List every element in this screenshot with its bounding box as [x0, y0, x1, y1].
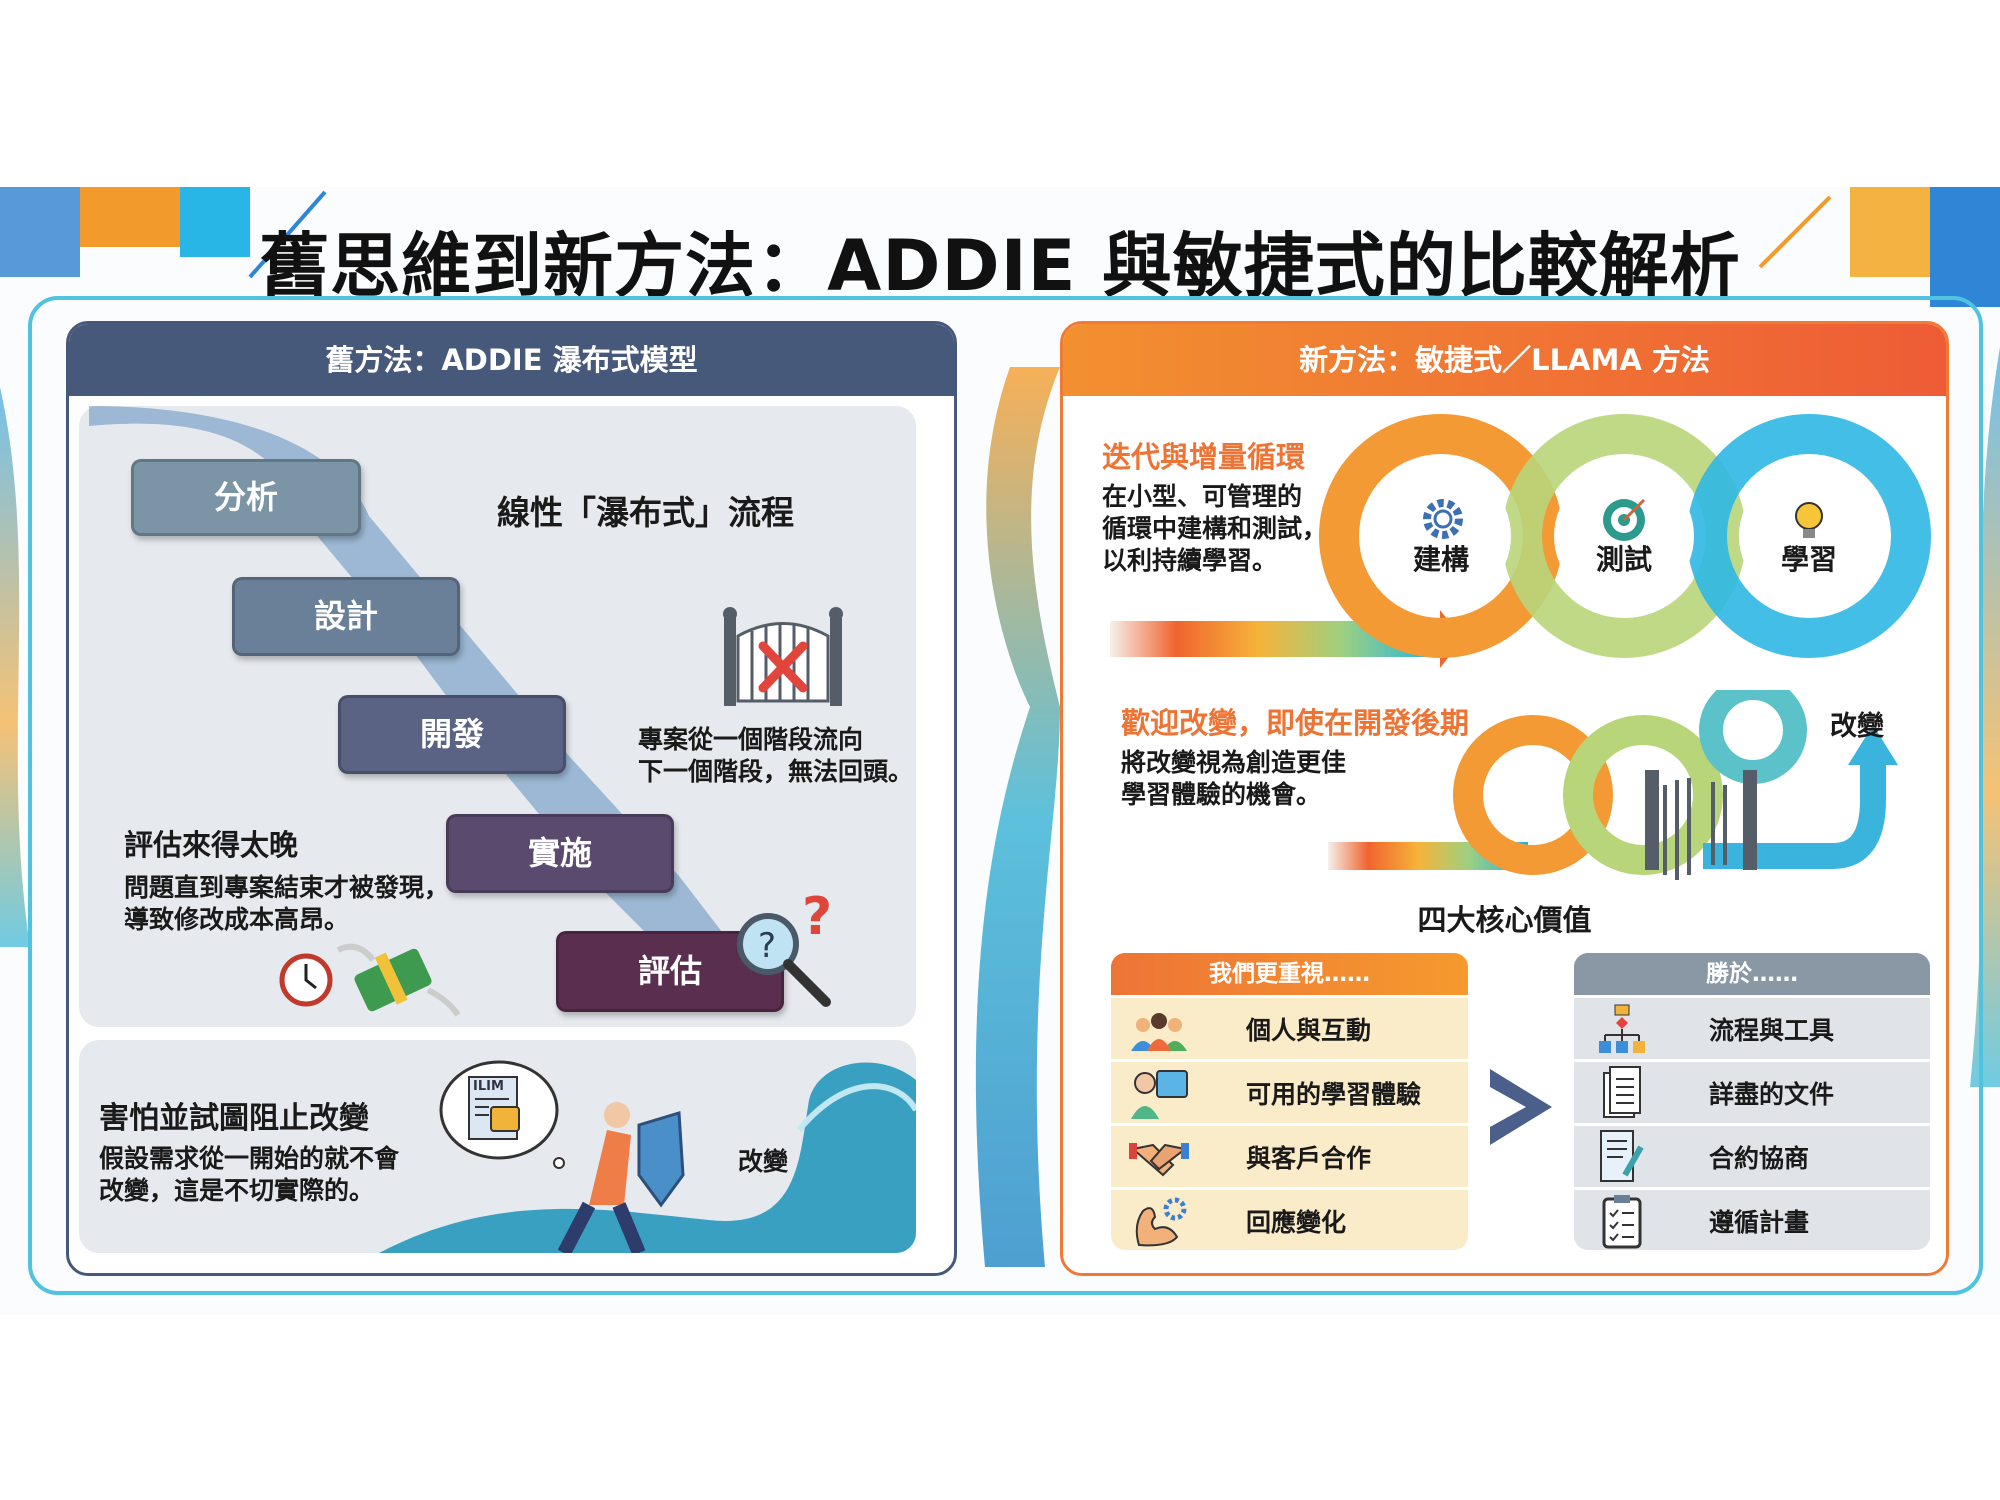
change-text: 將改變視為創造更佳學習體驗的機會。	[1121, 747, 1346, 811]
prefer-row: 可用的學習體驗	[1111, 1059, 1468, 1123]
fear-text: 假設需求從一開始的就不會改變，這是不切實際的。	[99, 1143, 399, 1207]
late-evaluation-text: 問題直到專案結束才被發現， 導致修改成本高昂。	[124, 872, 449, 936]
fear-text-line: 假設需求從一開始的就不會	[99, 1144, 400, 1173]
question-glyph: ?	[802, 892, 832, 947]
step-implementation: 實施	[446, 814, 674, 893]
prefer-header: 我們更重視……	[1111, 953, 1468, 995]
change-label: 改變	[1830, 711, 1884, 742]
late-text-line: 導致修改成本高昂。	[124, 905, 350, 934]
clock-money-icon	[279, 943, 461, 1017]
iteration-text-line: 在小型、可管理的	[1102, 482, 1303, 511]
fear-title: 害怕並試圖阻止改變	[99, 1101, 369, 1136]
wave-change-label: 改變	[738, 1147, 789, 1176]
iteration-text-line: 循環中建構和測試，	[1102, 514, 1328, 543]
over-label: 流程與工具	[1709, 1015, 1835, 1045]
over-row: 詳盡的文件	[1574, 1059, 1930, 1123]
prefer-table: 我們更重視…… 個人與互動 可用的學習體驗 與客戶合作 回應變化	[1111, 953, 1468, 1250]
change-text-line: 學習體驗的機會。	[1121, 780, 1322, 809]
muscle-gear-icon	[1111, 1191, 1206, 1251]
locked-gate-icon	[723, 607, 843, 706]
gate-text-line: 下一個階段，無法回頭。	[638, 757, 914, 786]
cycle-build: 建構	[1371, 466, 1511, 606]
over-row: 遵循計畫	[1574, 1187, 1930, 1250]
prefer-label: 與客戶合作	[1246, 1143, 1372, 1173]
doc-label: ILIM	[473, 1079, 504, 1094]
over-label: 詳盡的文件	[1709, 1079, 1835, 1109]
documents-icon	[1574, 1063, 1669, 1123]
iteration-title: 迭代與增量循環	[1102, 440, 1306, 474]
linear-label: 線性「瀑布式」流程	[497, 493, 794, 532]
prefer-row: 回應變化	[1111, 1187, 1468, 1250]
page-title: 舊思維到新方法：ADDIE 與敏捷式的比較解析	[259, 225, 1741, 307]
checklist-icon	[1574, 1191, 1669, 1251]
over-row: 流程與工具	[1574, 995, 1930, 1059]
step-development: 開發	[338, 695, 566, 774]
question-glyph: ?	[758, 926, 776, 966]
fear-of-change-area	[79, 1040, 916, 1253]
over-label: 合約協商	[1709, 1143, 1810, 1173]
open-gate-icon	[1645, 770, 1757, 880]
presenter-icon	[1111, 1063, 1206, 1123]
iteration-loops	[1110, 414, 1931, 668]
prefer-label: 回應變化	[1246, 1207, 1347, 1237]
change-loops	[1328, 690, 1898, 880]
greater-than-chevron	[1490, 1069, 1552, 1145]
step-analysis: 分析	[131, 459, 361, 536]
step-design: 設計	[232, 577, 460, 656]
over-header: 勝於……	[1574, 953, 1930, 995]
cycle-label: 測試	[1595, 543, 1652, 576]
late-text-line: 問題直到專案結束才被發現，	[124, 873, 450, 902]
over-label: 遵循計畫	[1709, 1207, 1810, 1237]
contract-icon	[1574, 1127, 1669, 1187]
prefer-label: 個人與互動	[1246, 1015, 1372, 1045]
change-title: 歡迎改變，即使在開發後期	[1121, 706, 1470, 740]
wave-illustration	[379, 1062, 916, 1253]
prefer-row: 與客戶合作	[1111, 1123, 1468, 1187]
cycle-label: 建構	[1412, 543, 1469, 576]
cycle-label: 學習	[1780, 543, 1837, 576]
flowchart-icon	[1574, 999, 1669, 1059]
old-method-header: 舊方法：ADDIE 瀑布式模型	[69, 324, 954, 396]
new-method-header: 新方法：敏捷式／LLAMA 方法	[1063, 324, 1946, 396]
prefer-row: 個人與互動	[1111, 995, 1468, 1059]
iteration-text-line: 以利持續學習。	[1102, 546, 1278, 575]
lightbulb-icon	[1795, 502, 1823, 538]
fear-text-line: 改變，這是不切實際的。	[99, 1176, 375, 1205]
change-text-line: 將改變視為創造更佳	[1121, 748, 1347, 777]
over-row: 合約協商	[1574, 1123, 1930, 1187]
person-shield-icon	[439, 1060, 685, 1253]
gate-text-line: 專案從一個階段流向	[638, 725, 864, 754]
people-icon	[1111, 999, 1206, 1059]
prefer-label: 可用的學習體驗	[1246, 1079, 1422, 1109]
cycle-test: 測試	[1554, 466, 1694, 606]
handshake-icon	[1111, 1127, 1206, 1187]
late-evaluation-title: 評估來得太晚	[124, 828, 299, 862]
gate-description: 專案從一個階段流向下一個階段，無法回頭。	[638, 724, 913, 788]
gear-icon	[1423, 499, 1463, 539]
iteration-text: 在小型、可管理的循環中建構和測試， 以利持續學習。	[1102, 481, 1327, 577]
target-icon	[1603, 498, 1646, 541]
core-values-title: 四大核心價值	[1417, 903, 1592, 937]
decorative-shapes	[0, 187, 2000, 1267]
over-table: 勝於…… 流程與工具 詳盡的文件 合約協商 遵循計畫	[1574, 953, 1930, 1250]
magnifier-question-icon: ? ?	[737, 892, 832, 1007]
outer-frame	[28, 296, 1983, 1295]
